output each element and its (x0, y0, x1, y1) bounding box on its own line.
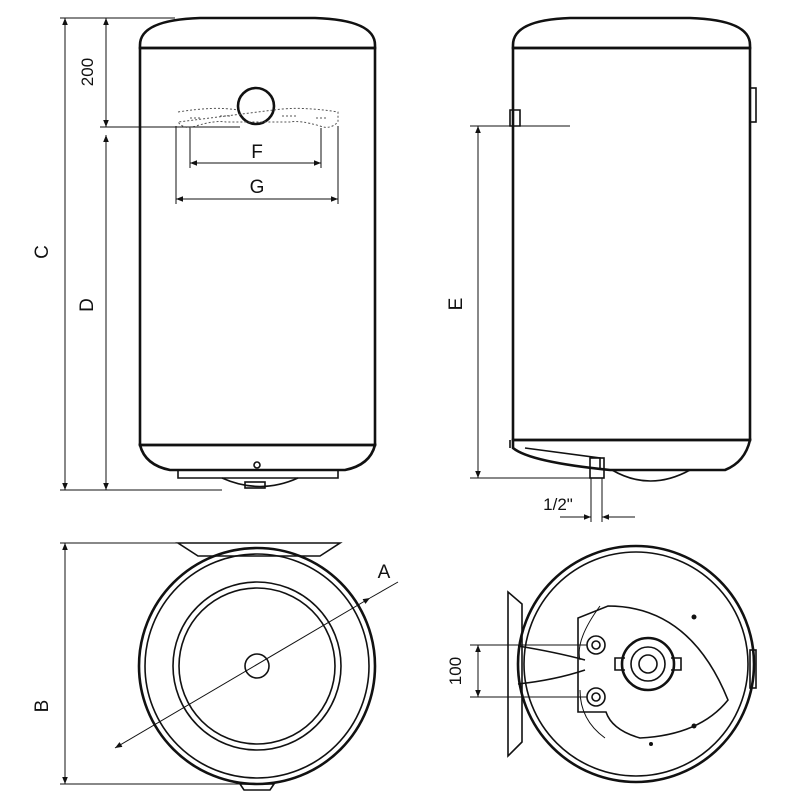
side-body (511, 46, 752, 442)
label-d: D (77, 298, 98, 312)
bottom-inner-rim (523, 551, 749, 777)
top-recess-outer (172, 581, 342, 751)
bottom-view: 100 (446, 544, 757, 784)
top-bracket (175, 542, 343, 557)
label-100: 100 (446, 657, 465, 685)
screw-dot-bottom (691, 723, 697, 729)
front-top-cap (138, 16, 377, 50)
label-g: G (250, 177, 265, 198)
bottom-wall-bracket (507, 590, 523, 758)
screw-dot-top (691, 614, 697, 620)
dim-a-leader (369, 581, 399, 599)
top-center-hole (244, 653, 270, 679)
bottom-outer-rim (516, 544, 756, 784)
side-bottom-cap (511, 438, 752, 472)
heater-flange-tab-right (671, 657, 682, 671)
top-bottom-tab (238, 783, 276, 791)
side-knob (749, 87, 757, 123)
side-view: 1/2" E (446, 16, 757, 522)
bottom-side-knob (749, 649, 757, 689)
front-drain-plug (244, 481, 266, 489)
heater-flange-tab-left (614, 657, 625, 671)
bottom-arc-lower (579, 689, 606, 739)
side-top-cap (511, 16, 752, 50)
bottom-pipe-channel (517, 645, 586, 685)
front-bottom-base (177, 470, 339, 479)
side-bottom-dome (611, 469, 691, 482)
bottom-arc-upper (578, 605, 601, 661)
inlet-pipe-fitting (586, 635, 606, 655)
label-c: C (32, 245, 53, 259)
top-recess-inner (178, 587, 336, 745)
bracket-slots (190, 115, 326, 119)
heater-flange-core (638, 654, 658, 674)
label-f: F (251, 142, 263, 163)
inlet-pipe-bore (591, 640, 601, 650)
label-a: A (378, 562, 391, 583)
bottom-flange-panel (577, 605, 729, 739)
front-bottom-dome (221, 477, 299, 488)
top-view: A B (32, 542, 399, 791)
front-bottom-cap (138, 443, 377, 472)
side-hook (509, 109, 521, 127)
label-e: E (446, 298, 467, 311)
heater-flange-outer (620, 636, 676, 692)
label-200: 200 (78, 58, 97, 86)
heater-flange-inner (630, 646, 666, 682)
screw-dot-small (649, 742, 653, 746)
front-indicator-hole (253, 461, 261, 469)
thermostat-knob (236, 86, 276, 126)
dim-a-line (114, 597, 371, 749)
outlet-pipe-bore (591, 692, 601, 702)
outlet-pipe-fitting (586, 687, 606, 707)
label-pipe: 1/2" (543, 495, 573, 514)
front-view: F G C 200 D (32, 16, 377, 491)
label-b: B (32, 700, 53, 713)
top-outer-rim (137, 546, 377, 786)
